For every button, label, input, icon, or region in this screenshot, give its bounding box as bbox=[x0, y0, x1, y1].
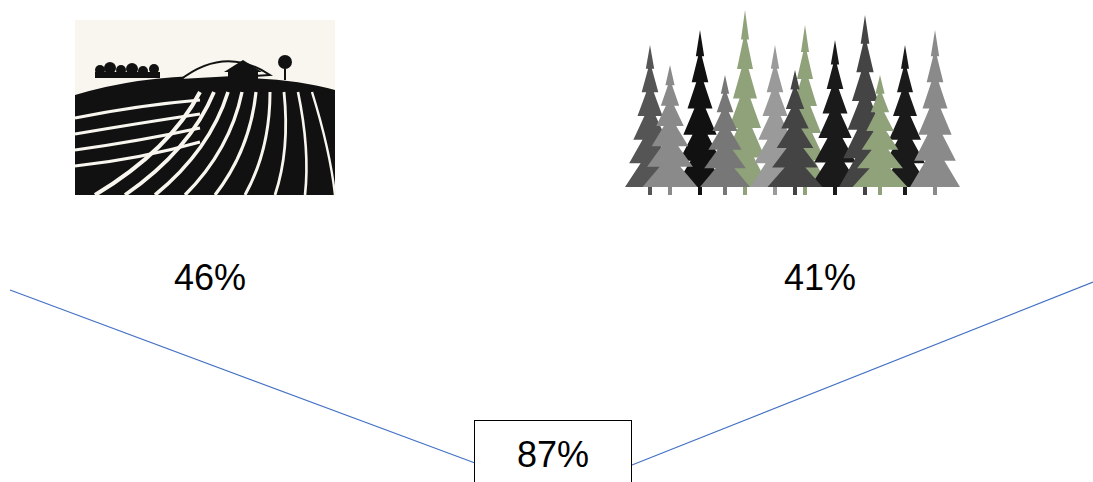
connector-line bbox=[632, 282, 1093, 465]
forest-picture bbox=[625, 10, 960, 195]
value-text: 87% bbox=[517, 435, 589, 475]
percent-label: 46% bbox=[174, 258, 246, 298]
connector-line bbox=[10, 290, 475, 463]
value-box: 87% bbox=[474, 420, 632, 482]
farmland-picture bbox=[75, 20, 335, 195]
percent-label: 41% bbox=[784, 258, 856, 298]
